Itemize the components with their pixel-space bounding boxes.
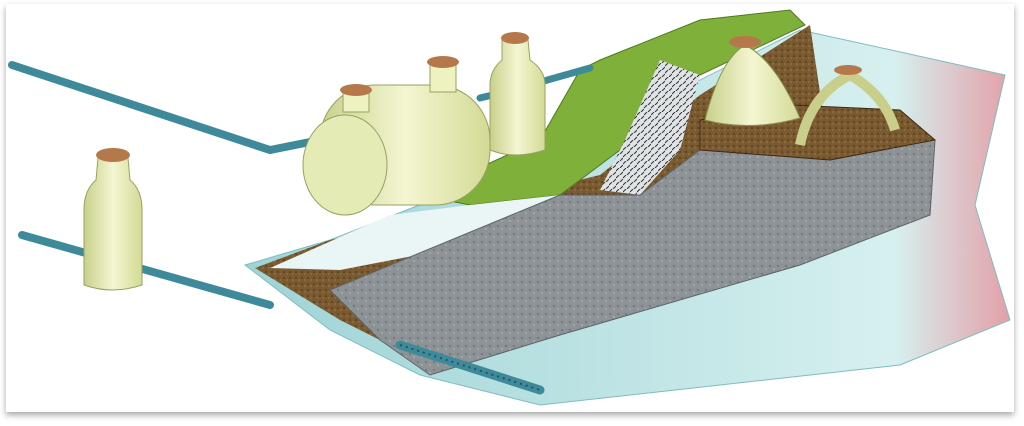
upright-tank-left — [83, 148, 143, 291]
dome-tank-1 — [704, 44, 801, 126]
dome-cap-1 — [729, 36, 761, 48]
pipe-lower — [18, 231, 274, 309]
dome-cap-2 — [834, 65, 862, 75]
pipe-upper — [8, 61, 324, 155]
horizontal-septic-tank — [302, 56, 491, 216]
gravel-bed — [329, 139, 936, 376]
pipe-perforations — [399, 344, 541, 391]
stone-filter — [600, 60, 700, 195]
tank-cap — [427, 56, 459, 68]
water-inlet-zone — [270, 195, 560, 270]
dome-tank-2 — [795, 69, 900, 147]
upright-tank-right — [489, 32, 546, 156]
tank-cap — [340, 84, 372, 96]
